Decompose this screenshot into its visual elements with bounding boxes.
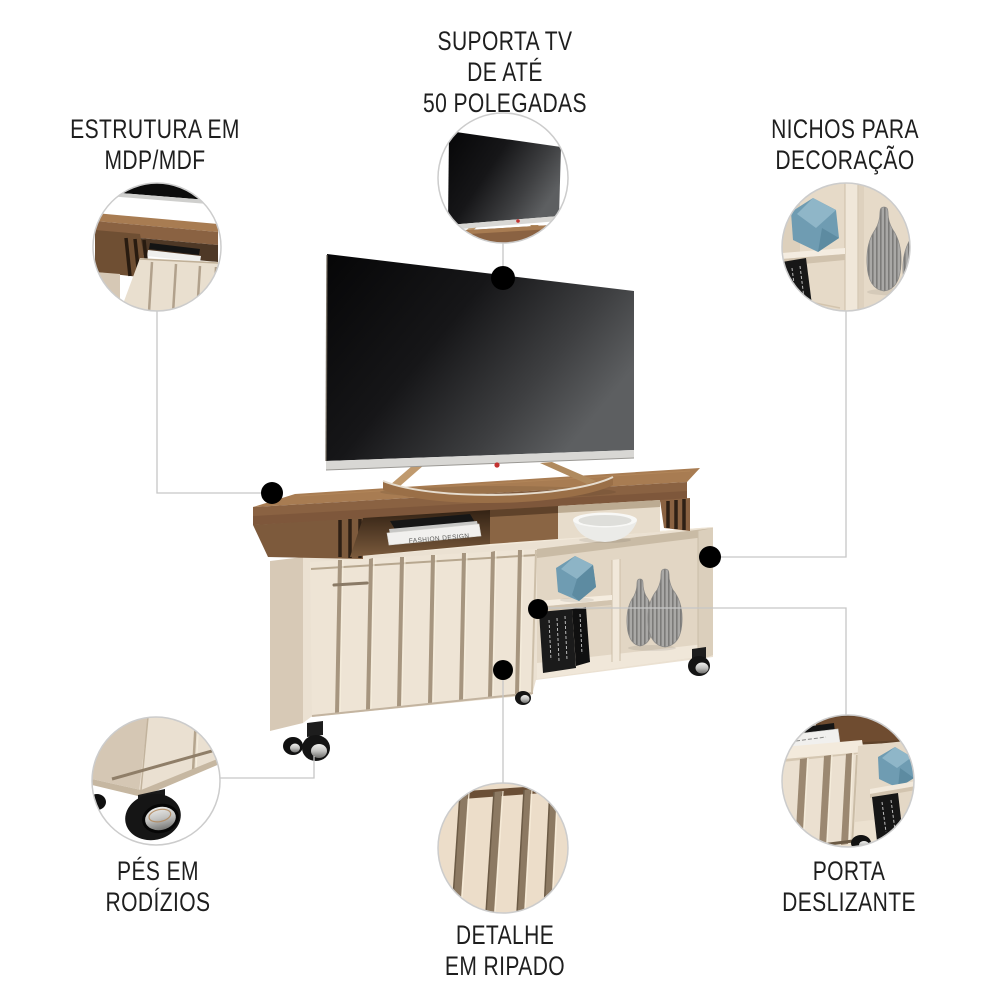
decor-bowl (573, 512, 637, 543)
tv-bottom-bezel (326, 450, 634, 470)
ripado-grooves (452, 787, 557, 913)
callout-circle-pes (91, 716, 221, 846)
label-line: DETALHE (455, 920, 555, 950)
tv-stand-base (383, 477, 613, 504)
callout-label-nichos: NICHOS PARA DECORAÇÃO (748, 114, 943, 176)
caster-wheels (283, 647, 710, 761)
tv-stand-product: FASHION DESIGN (253, 254, 713, 761)
blue-vase-zoom-2 (878, 747, 914, 788)
callout-content-tv (438, 131, 568, 243)
tv-screen (326, 254, 634, 461)
callout-label-porta: PORTA DESLIZANTE (752, 856, 947, 918)
door-handle (332, 581, 369, 587)
label-line: RODÍZIOS (105, 887, 211, 917)
callout-label-estrutura: ESTRUTURA EM MDP/MDF (58, 114, 253, 176)
label-line: DESLIZANTE (782, 887, 916, 917)
line-pes (220, 756, 315, 779)
callout-circle-estrutura (92, 182, 222, 312)
label-line: EM RIPADO (444, 951, 566, 981)
line-porta (538, 607, 847, 715)
connector-lines (156, 243, 847, 783)
label-line: ESTRUTURA EM (70, 114, 240, 144)
label-line: NICHOS PARA (771, 114, 919, 144)
blue-vase (556, 556, 596, 603)
line-estrutura (156, 311, 272, 494)
cabinet (270, 527, 713, 761)
label-line: SUPORTA TV (437, 26, 573, 56)
line-nichos (710, 311, 847, 558)
label-line: DE ATÉ (467, 57, 543, 87)
shelf-books: FASHION DESIGN (386, 514, 482, 546)
standing-books (539, 607, 590, 673)
callout-content-porta (782, 715, 914, 847)
label-line: DECORAÇÃO (775, 145, 915, 175)
dot-porta (528, 599, 548, 619)
blue-vase-zoom (791, 198, 839, 252)
callout-circle-suporta-tv (437, 112, 569, 244)
callout-circle-nichos (781, 182, 911, 312)
callout-label-detalhe: DETALHE EM RIPADO (408, 920, 603, 982)
tv-logo (494, 462, 500, 468)
tv-stand-legs (390, 462, 596, 486)
label-line: PORTA (812, 856, 886, 886)
callout-label-suporta-tv: SUPORTA TV DE ATÉ 50 POLEGADAS (388, 26, 622, 119)
tv (325, 254, 635, 504)
niche-shelf (537, 595, 612, 607)
sliding-door (310, 549, 538, 717)
callout-circle-detalhe (437, 782, 569, 914)
dot-estrutura (261, 482, 283, 504)
door-grooves (335, 550, 522, 714)
caster-zoom (125, 793, 181, 841)
wood-slat-accent-left (253, 518, 363, 559)
callout-dots (261, 266, 721, 680)
shelf-divider (612, 559, 620, 662)
label-line: MDP/MDF (104, 145, 206, 175)
dot-detalhe (493, 660, 513, 680)
cabinet-left-side (270, 557, 303, 731)
label-line: PÉS EM (117, 856, 199, 886)
callout-label-pes: PÉS EM RODÍZIOS (61, 856, 256, 918)
callout-circle-porta (781, 714, 915, 848)
wood-slat-accent-right (660, 498, 690, 531)
dot-suporta-tv (491, 266, 515, 290)
label-line: 50 POLEGADAS (423, 88, 587, 118)
dot-nichos (699, 546, 721, 568)
